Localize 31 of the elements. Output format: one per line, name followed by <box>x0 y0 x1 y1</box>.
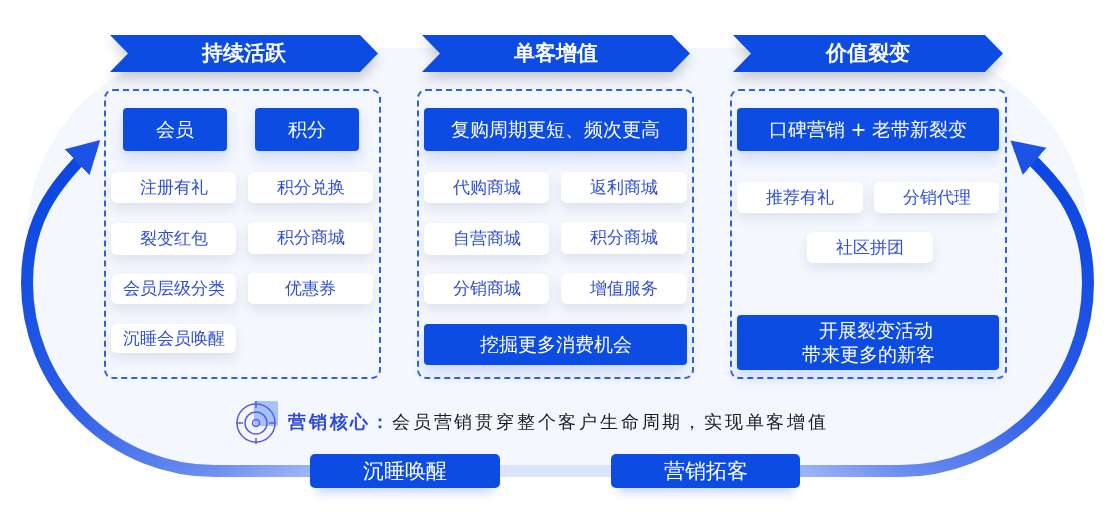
highlight-box: 开展裂变活动带来更多的新客 <box>737 315 999 370</box>
feature-card: 分销代理 <box>874 182 999 213</box>
highlight-box: 积分 <box>255 108 359 151</box>
stage-box: 沉睡唤醒 <box>310 454 500 488</box>
feature-card: 积分商城 <box>561 222 687 254</box>
feature-card: 自营商城 <box>424 223 549 255</box>
feature-card: 会员层级分类 <box>111 274 236 304</box>
feature-card: 积分商城 <box>248 222 373 254</box>
feature-card: 裂变红包 <box>111 223 236 255</box>
feature-card: 优惠券 <box>248 273 373 304</box>
feature-card: 积分兑换 <box>248 172 373 203</box>
feature-card: 代购商城 <box>424 172 549 203</box>
feature-card: 增值服务 <box>561 273 687 304</box>
highlight-box: 口碑营销 + 老带新裂变 <box>737 108 999 151</box>
highlight-box: 挖掘更多消费机会 <box>424 324 687 365</box>
stage-box: 营销拓客 <box>611 454 800 488</box>
feature-card: 分销商城 <box>424 274 549 304</box>
highlight-box: 会员 <box>123 108 227 151</box>
core-message: 营销核心：会员营销贯穿整个客户生命周期，实现单客增值 <box>288 411 829 434</box>
highlight-box: 复购周期更短、频次更高 <box>424 108 687 151</box>
ribbon-heading: 单客增值 <box>422 35 690 72</box>
curved-arrow <box>21 140 310 477</box>
connector-line <box>500 465 611 477</box>
ribbon-heading: 持续活跃 <box>110 35 378 72</box>
curved-arrow <box>800 140 1094 477</box>
feature-card: 推荐有礼 <box>737 182 863 213</box>
ribbon-heading: 价值裂变 <box>733 35 1003 72</box>
feature-card: 注册有礼 <box>111 172 236 203</box>
feature-card: 返利商城 <box>561 172 687 203</box>
feature-card: 沉睡会员唤醒 <box>111 324 236 353</box>
feature-card: 社区拼团 <box>807 232 933 263</box>
